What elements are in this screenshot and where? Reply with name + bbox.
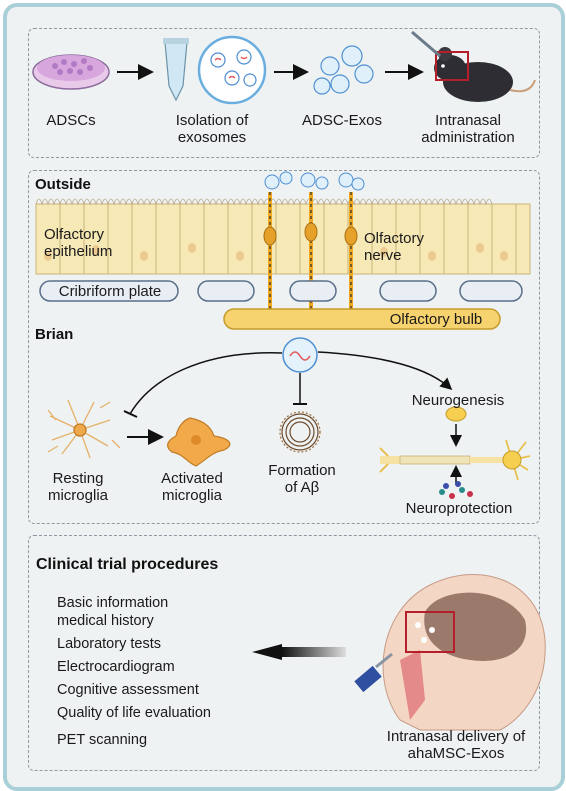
brain-title: Brian: [35, 326, 74, 343]
exosome-magnify-icon: [197, 35, 267, 105]
mouse-icon: [411, 30, 536, 102]
step-label-adscs: ADSCs: [46, 112, 96, 129]
step-label-adsc-exos: ADSC-Exos: [301, 112, 383, 129]
clinical-title: Clinical trial procedures: [36, 556, 219, 573]
list-item: Quality of life evaluation: [57, 705, 211, 721]
outside-title: Outside: [35, 176, 91, 193]
step-label-intranasal: Intranasal administration: [421, 112, 515, 146]
olfactory-epithelium: [35, 198, 531, 275]
exosome-cluster-icon: [264, 171, 365, 191]
step-label-isolation: Isolation of exosomes: [175, 112, 249, 146]
neurogenesis-label: Neurogenesis: [411, 392, 505, 409]
neuron-icon: [379, 406, 531, 499]
list-item: Electrocardiogram: [57, 659, 175, 675]
amyloid-plaque-icon: [279, 411, 321, 453]
exosomes-icon: [313, 45, 374, 95]
cribriform-label: Cribriform plate: [58, 283, 162, 300]
bulb-label: Olfactory bulb: [389, 311, 483, 328]
olfactory-bulb: [223, 308, 501, 330]
epithelium-label: Olfactory epithelium: [44, 226, 113, 260]
list-item: Cognitive assessment: [57, 682, 199, 698]
nerve-label: Olfactory nerve: [364, 230, 425, 264]
list-item: Basic information: [57, 595, 169, 611]
centrifuge-tube-icon: [163, 38, 189, 102]
central-exosome-icon: [282, 337, 318, 373]
list-item: Laboratory tests: [57, 636, 161, 652]
cribriform-plate: [39, 280, 523, 302]
activated-microglia-label: Activated microglia: [161, 470, 223, 504]
abeta-label: Formation of Aβ: [268, 462, 336, 496]
petri-dish-icon: [32, 54, 110, 90]
clinical-procedure-list: Basic information medical history Labora…: [57, 592, 211, 752]
neuroprotection-label: Neuroprotection: [405, 500, 513, 517]
delivery-label: Intranasal delivery of ahaMSC-Exos: [386, 728, 526, 762]
list-item: medical history: [57, 613, 154, 629]
nasal-spray-icon: [354, 652, 393, 693]
head-anatomy-icon: [382, 573, 546, 731]
resting-microglia-icon: [47, 399, 121, 459]
activated-microglia-icon: [167, 417, 231, 467]
resting-microglia-label: Resting microglia: [47, 470, 108, 504]
list-item: PET scanning: [57, 732, 148, 748]
